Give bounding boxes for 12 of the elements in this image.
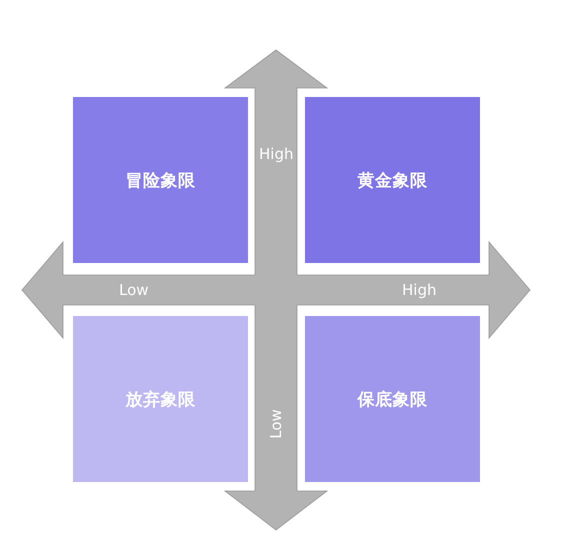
quadrant-label: 黄金象限 — [358, 170, 428, 192]
quadrant-label: 冒险象限 — [126, 170, 196, 192]
axis-label: High — [259, 145, 294, 163]
axis-label: High — [402, 281, 436, 299]
quadrant-label: 保底象限 — [358, 388, 428, 410]
quadrant-box — [73, 316, 248, 482]
axis-label: Low — [119, 281, 149, 299]
quadrant-box — [73, 97, 248, 263]
axis-label: Low — [266, 409, 285, 439]
quadrant-box — [305, 316, 480, 482]
quadrant-label: 放弃象限 — [126, 388, 196, 410]
quadrant-box — [305, 97, 480, 263]
